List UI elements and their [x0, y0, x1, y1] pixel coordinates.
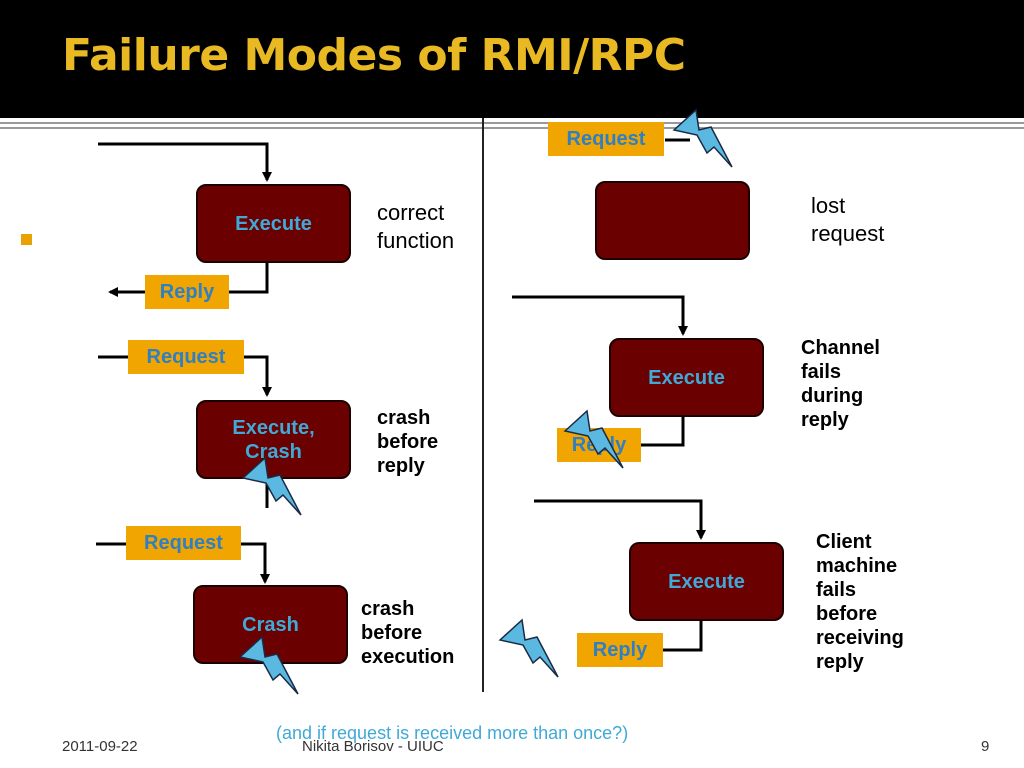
execute-box-client: Execute: [629, 542, 784, 621]
request-line-client: [534, 499, 706, 540]
footer-author: Nikita Borisov - UIUC: [302, 738, 444, 755]
lightning-bolt-icon: [241, 456, 302, 516]
reply-line-channel: [640, 416, 685, 447]
reply-label-correct: Reply: [145, 275, 229, 309]
request-label-lost: Request: [548, 122, 664, 156]
center-divider: [482, 118, 484, 692]
box-label: Execute: [668, 570, 745, 593]
execute-crash-box: Execute, Crash: [196, 400, 351, 479]
square-bullet-icon: [21, 234, 32, 245]
reply-label-client: Reply: [577, 633, 663, 667]
lightning-bolt-icon: [563, 409, 624, 469]
lightning-bolt-icon: [672, 108, 733, 168]
lightning-bolt-icon: [498, 618, 559, 678]
request-label-crash-reply: Request: [128, 340, 244, 374]
crash-box: Crash: [193, 585, 348, 664]
execute-box-channel: Execute: [609, 338, 764, 417]
footer-page-number: 9: [981, 738, 990, 755]
reply-line-client: [662, 620, 703, 652]
box-label: Execute: [648, 366, 725, 389]
slide-title: Failure Modes of RMI/RPC: [62, 30, 686, 81]
execute-box-correct: Execute: [196, 184, 351, 263]
footnote-question: (and if request is received more than on…: [276, 723, 629, 743]
title-bar: Failure Modes of RMI/RPC: [0, 0, 1024, 118]
request-line-correct: [98, 142, 272, 182]
caption-client-fails: Client machine fails before receiving re…: [816, 531, 904, 673]
caption-lost-request: lost request: [811, 193, 885, 246]
box-label: Crash: [242, 613, 299, 636]
title-rule-bottom: [0, 127, 1024, 129]
title-rule-top: [0, 122, 1024, 124]
caption-crash-before-execution: crash before execution: [361, 598, 455, 668]
box-label: Execute, Crash: [232, 416, 315, 463]
empty-box-lost: [595, 181, 750, 260]
caption-crash-before-reply: crash before reply: [377, 407, 439, 477]
lightning-bolt-icon: [238, 635, 299, 695]
request-line-channel: [512, 295, 688, 336]
box-label: Execute: [235, 212, 312, 235]
request-label-crash-exec: Request: [126, 526, 241, 560]
caption-correct-function: correct function: [377, 200, 455, 253]
footer-date: 2011-09-22: [62, 738, 138, 755]
caption-channel-fails: Channel fails during reply: [801, 337, 880, 431]
